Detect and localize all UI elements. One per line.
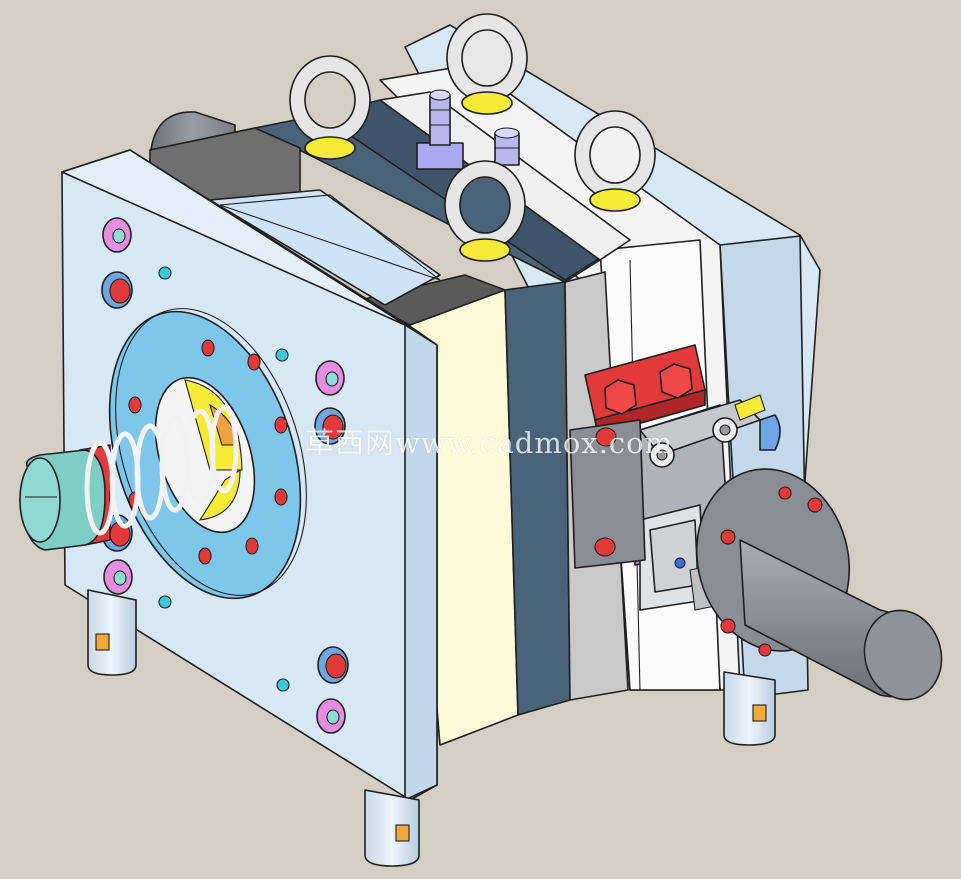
flange-screw	[807, 497, 823, 513]
bolt-hole-pink	[316, 698, 346, 734]
screw-head-red	[595, 427, 617, 447]
bolt-hole-pink	[315, 360, 345, 396]
water-fitting	[494, 127, 520, 166]
bolt-hole-pink	[102, 217, 132, 253]
screw-head-red	[594, 537, 616, 557]
wing-nut	[459, 238, 511, 262]
support-pillar	[364, 789, 420, 867]
hydraulic-cylinder	[695, 468, 943, 701]
flange-screw	[758, 643, 772, 657]
eye-bolt	[444, 160, 526, 262]
eye-bolt	[289, 55, 371, 160]
slider-slot	[209, 189, 441, 306]
flange-screw	[720, 618, 736, 634]
bolt-hole-red	[101, 271, 133, 309]
wing-nut	[589, 188, 641, 212]
water-fitting	[416, 89, 464, 170]
wing-nut	[304, 136, 356, 160]
bolt-hole-red	[317, 646, 349, 684]
eye-bolt	[574, 110, 656, 212]
bolt-hole-red	[314, 407, 346, 445]
eye-bolt	[446, 13, 528, 115]
bolt-hole-pink	[103, 559, 133, 595]
dowel-hole	[158, 266, 172, 280]
support-pillar	[723, 671, 776, 746]
hex-bolt-red	[659, 363, 693, 399]
dowel-hole	[276, 678, 290, 692]
support-pillar	[87, 589, 137, 676]
blue-fitting	[734, 394, 781, 451]
stop-block	[569, 419, 646, 569]
wing-nut	[461, 91, 513, 115]
flange-screw	[720, 529, 736, 545]
dowel-hole	[158, 595, 172, 609]
flange-screw	[778, 486, 792, 500]
return-spring	[84, 404, 239, 536]
dowel-hole	[275, 348, 289, 362]
hex-bolt-red	[604, 379, 637, 415]
